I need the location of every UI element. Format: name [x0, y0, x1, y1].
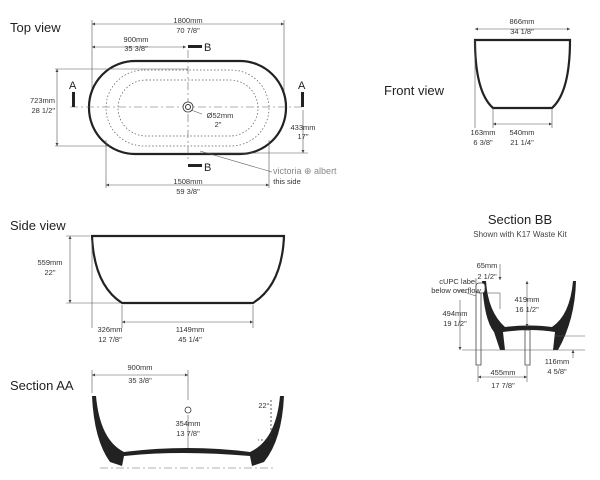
top-half-in: 35 3/8" [124, 44, 148, 53]
section-aa: Section AA 900mm 35 3/8" 354mm 13 7/8" 2… [10, 363, 284, 469]
front-edge-mm: 163mm [470, 128, 495, 137]
side-edge-in: 12 7/8" [98, 335, 122, 344]
section-b-marker-bottom: B [204, 162, 211, 174]
bb-overflow-mm: 65mm [477, 261, 498, 270]
bb-height-in: 19 1/2" [443, 319, 467, 328]
side-base-mm: 1149mm [176, 325, 205, 334]
top-base-in: 59 3/8" [176, 187, 200, 196]
top-width-mm: 723mm [30, 96, 55, 105]
top-width-in: 28 1/2" [31, 106, 55, 115]
aa-half-in: 35 3/8" [128, 376, 152, 385]
bb-height-mm: 494mm [442, 309, 467, 318]
front-base-mm: 540mm [509, 128, 534, 137]
aa-depth-mm: 354mm [175, 419, 200, 428]
front-width-mm: 866mm [509, 17, 534, 26]
front-width-in: 34 1/8" [510, 27, 534, 36]
tub-outline-side [90, 234, 286, 305]
aa-depth-in: 13 7/8" [176, 429, 200, 438]
waste-in: 2" [215, 120, 222, 129]
brand-logo: victoria ⊕ albert [273, 166, 337, 176]
section-a-marker-left: A [69, 80, 77, 92]
bb-depth-mm: 419mm [514, 295, 539, 304]
side-base-in: 45 1/4" [178, 335, 202, 344]
top-offset-mm: 433mm [290, 123, 315, 132]
top-offset-in: 17" [297, 132, 308, 141]
bb-foot-in: 4 5/8" [547, 367, 567, 376]
top-view: Top view 1800mm 70 7/8" 900mm 35 3/8" Ø5… [10, 16, 337, 196]
aa-angle: 22° [258, 401, 269, 410]
side-height-mm: 559mm [37, 258, 62, 267]
section-bb-subtitle: Shown with K17 Waste Kit [473, 230, 567, 239]
section-a-marker-right: A [298, 80, 306, 92]
top-base-mm: 1508mm [173, 177, 202, 186]
front-edge-in: 6 3/8" [473, 138, 493, 147]
bb-overflow-in: 2 1/2" [477, 272, 497, 281]
top-length-mm: 1800mm [173, 16, 202, 25]
front-base-in: 21 1/4" [510, 138, 534, 147]
aa-half-mm: 900mm [127, 363, 152, 372]
brand-note: this side [273, 177, 301, 186]
waste-pipe [524, 329, 531, 366]
section-bb: Section BB Shown with K17 Waste Kit 65mm… [431, 212, 585, 390]
section-bb-title: Section BB [488, 212, 552, 227]
top-view-title: Top view [10, 20, 61, 35]
tub-outline-front [473, 38, 572, 110]
top-half-mm: 900mm [123, 35, 148, 44]
front-view-title: Front view [384, 83, 445, 98]
bb-waste-mm: 455mm [490, 368, 515, 377]
tub-section-aa [92, 396, 284, 466]
bb-waste-in: 17 7/8" [491, 381, 515, 390]
side-height-in: 22" [44, 268, 55, 277]
top-length-in: 70 7/8" [176, 26, 200, 35]
bb-depth-in: 16 1/2" [515, 305, 539, 314]
front-view: Front view 866mm 34 1/8" 163mm 6 3/8" 54… [384, 17, 572, 147]
bb-foot-mm: 116mm [545, 357, 569, 366]
waste-outlet [182, 101, 194, 113]
side-view: Side view 559mm 22" 326mm 12 7/8" 1149mm… [10, 218, 286, 344]
overflow-pipe [475, 284, 482, 366]
section-aa-title: Section AA [10, 378, 74, 393]
bb-label-note-2: below overflow [431, 286, 481, 295]
bb-label-note-1: cUPC label [439, 277, 477, 286]
side-edge-mm: 326mm [97, 325, 122, 334]
section-b-marker-top: B [204, 42, 211, 54]
waste-mm: Ø52mm [207, 111, 234, 120]
side-view-title: Side view [10, 218, 66, 233]
